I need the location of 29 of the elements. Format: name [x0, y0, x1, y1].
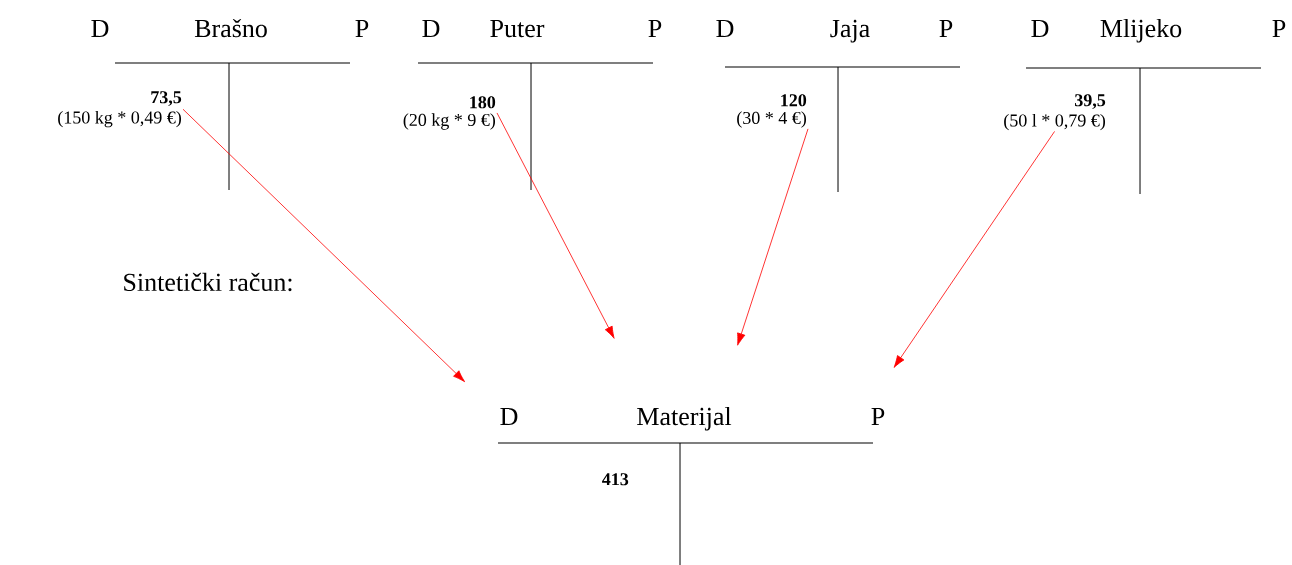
arrow [893, 131, 1055, 368]
credit-label: P [648, 19, 662, 37]
calculation: (50 l * 0,79 €) [1004, 113, 1106, 131]
credit-label: P [1272, 19, 1286, 37]
debit-label: D [1031, 19, 1049, 38]
arrow [496, 112, 615, 339]
arrow [737, 128, 809, 346]
debit-label: D [422, 19, 440, 38]
amount: 120 [781, 94, 807, 107]
calculation: (150 kg * 0,49 €) [58, 110, 181, 128]
amount: 413 [602, 473, 629, 486]
amount: 39,5 [1075, 94, 1106, 109]
account-title: Jaja [830, 19, 870, 43]
credit-label: P [871, 407, 885, 425]
section-heading: Sintetički račun: [124, 272, 292, 292]
account-title: Mlijeko [1100, 18, 1182, 43]
calculation: (30 * 4 €) [737, 111, 806, 128]
arrow [182, 108, 466, 383]
debit-label: D [500, 407, 518, 426]
debit-label: D [91, 19, 109, 38]
credit-label: P [355, 19, 369, 37]
debit-label: D [716, 19, 734, 38]
account-title: Brašno [194, 18, 267, 38]
account-title: Materijal [637, 406, 732, 431]
calculation: (20 kg * 9 €) [403, 113, 495, 130]
account-title: Puter [490, 19, 545, 38]
amount: 73,5 [151, 91, 182, 106]
amount: 180 [470, 96, 496, 109]
credit-label: P [939, 19, 953, 37]
